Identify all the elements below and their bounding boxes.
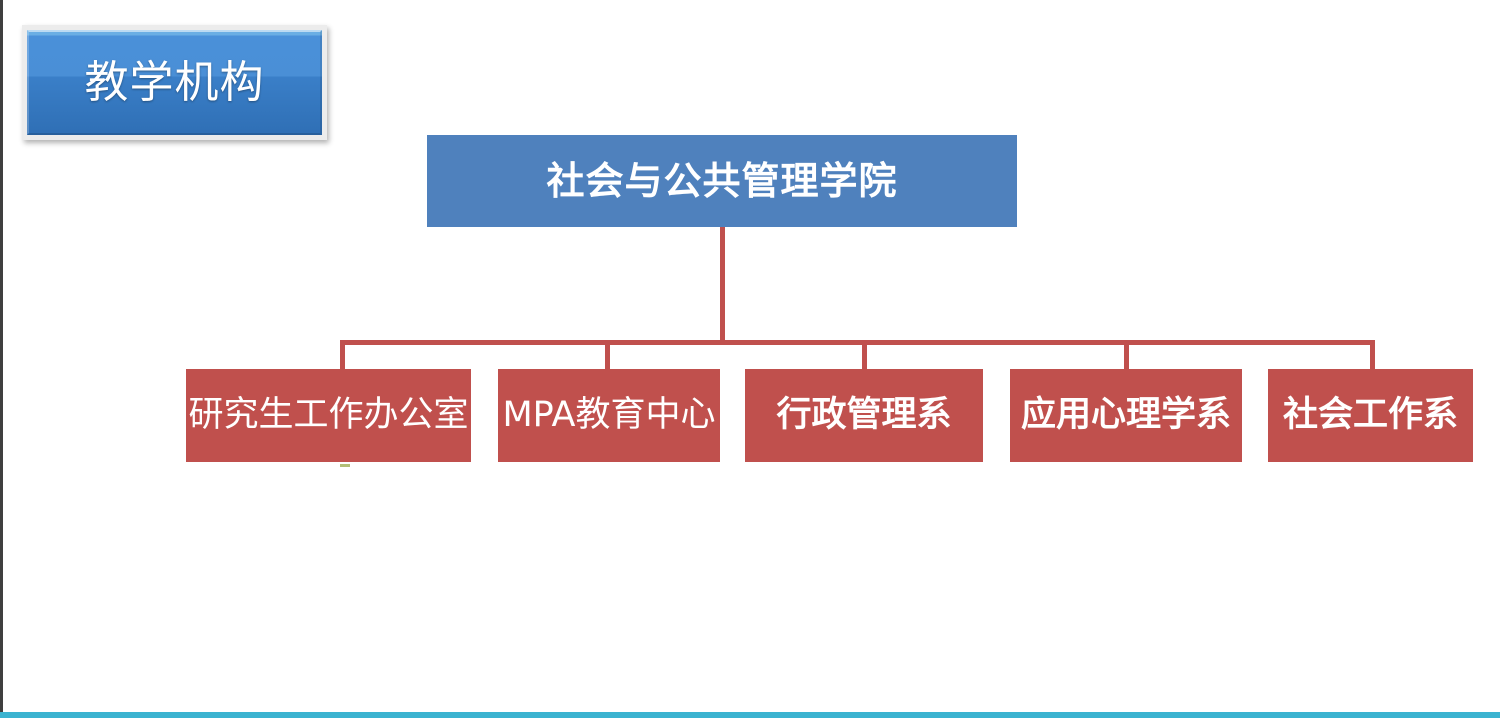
left-edge-rule [0, 0, 3, 714]
connector-drop-5 [1370, 340, 1375, 371]
connector-horizontal-bar [340, 340, 1375, 345]
org-node-applied-psychology[interactable]: 应用心理学系 [1010, 369, 1242, 462]
org-node-public-administration-label: 行政管理系 [776, 395, 952, 435]
section-title-badge[interactable]: 教学机构 [22, 25, 327, 140]
org-node-root[interactable]: 社会与公共管理学院 [427, 135, 1017, 227]
org-node-social-work-label: 社会工作系 [1282, 395, 1458, 435]
org-node-graduate-office-label: 研究生工作办公室 [188, 395, 469, 435]
org-node-social-work[interactable]: 社会工作系 [1268, 369, 1473, 462]
org-node-root-label: 社会与公共管理学院 [546, 159, 898, 203]
org-node-mpa-center-label: MPA教育中心 [502, 395, 716, 435]
connector-root-stem [720, 227, 725, 345]
footer-accent-bar [0, 712, 1500, 718]
connector-drop-3 [862, 340, 867, 371]
org-node-public-administration[interactable]: 行政管理系 [745, 369, 983, 462]
org-node-graduate-office[interactable]: 研究生工作办公室 [186, 369, 471, 462]
org-node-mpa-center[interactable]: MPA教育中心 [498, 369, 720, 462]
connector-drop-4 [1124, 340, 1129, 371]
section-title-label: 教学机构 [84, 56, 265, 108]
connector-drop-1 [340, 340, 345, 371]
stray-dash-artifact [340, 464, 350, 467]
org-node-applied-psychology-label: 应用心理学系 [1020, 395, 1231, 435]
connector-drop-2 [605, 340, 610, 371]
